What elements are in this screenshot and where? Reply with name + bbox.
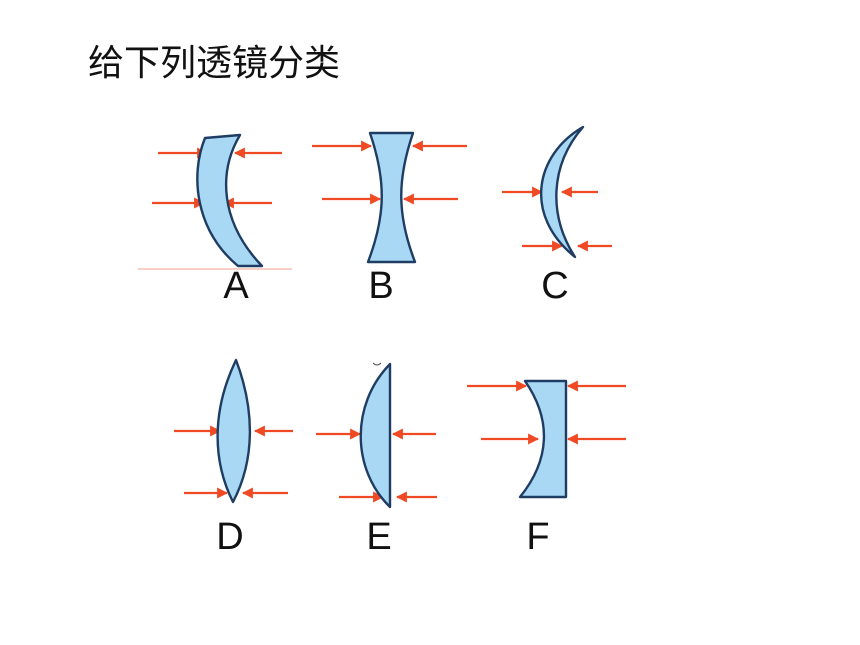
lens-label-e: E bbox=[366, 516, 392, 558]
lens-label-b: B bbox=[368, 265, 394, 307]
lens-label-c: C bbox=[541, 265, 569, 307]
lens-f bbox=[467, 379, 626, 499]
lens-label-a: A bbox=[223, 265, 249, 307]
lens-a bbox=[138, 133, 292, 270]
lens-c bbox=[502, 125, 612, 259]
lens-a-shape bbox=[196, 133, 264, 268]
slide-title: 给下列透镜分类 bbox=[88, 43, 341, 84]
lens-label-f: F bbox=[526, 516, 550, 558]
lens-b bbox=[312, 131, 467, 264]
lens-d-shape bbox=[216, 358, 252, 504]
lens-e-shape bbox=[359, 362, 392, 509]
lens-c-shape bbox=[540, 125, 585, 259]
lens-label-d: D bbox=[216, 516, 244, 558]
lens-f-shape bbox=[518, 379, 568, 499]
lens-b-shape bbox=[366, 131, 417, 264]
lens-e-mark-top bbox=[372, 362, 382, 366]
lens-d bbox=[174, 358, 293, 504]
lens-e bbox=[316, 362, 437, 509]
